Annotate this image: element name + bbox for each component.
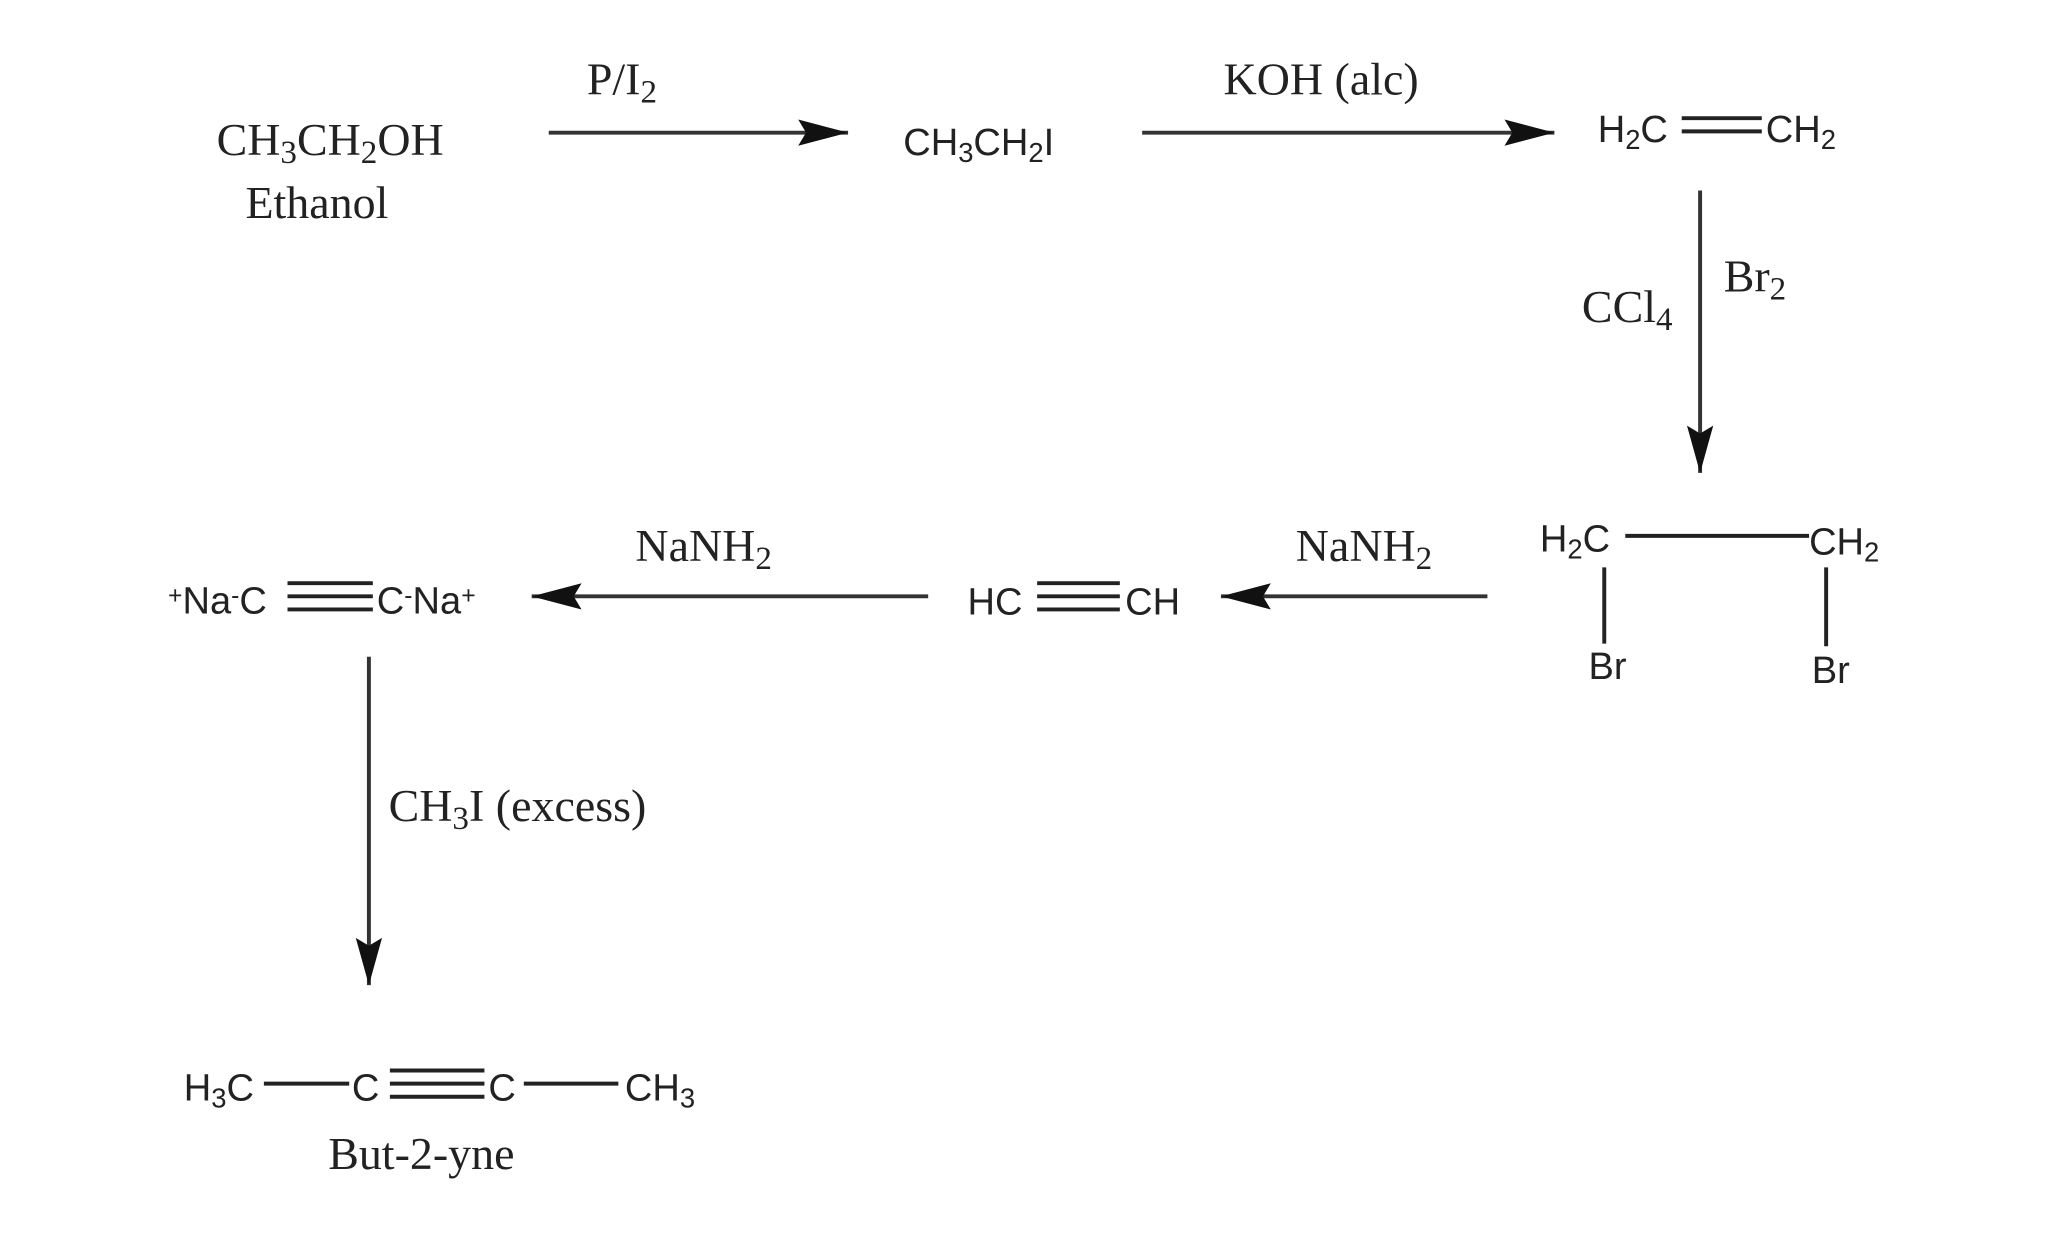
dibromo-left-carbon: H2C	[1540, 519, 1610, 565]
butyne-atom-2: C	[352, 1068, 379, 1110]
bromine-right: Br	[1812, 650, 1850, 692]
ethene-left-carbon: H2C	[1598, 109, 1668, 155]
acetylide-right: C-Na+	[377, 580, 476, 622]
reagent-ch3i-excess: CH3I (excess)	[389, 780, 647, 837]
solvent-ccl4: CCl4	[1582, 281, 1673, 338]
arrow-head-icon	[798, 119, 849, 146]
reagent-nanh2-1: NaNH2	[1296, 520, 1432, 577]
ethanol-name: Ethanol	[245, 177, 388, 228]
butyne-name: But-2-yne	[328, 1128, 514, 1179]
arrow-head-icon	[531, 583, 582, 610]
butyne-atom-4: CH3	[625, 1068, 695, 1114]
bromine-left: Br	[1589, 646, 1627, 688]
arrow-head-icon	[1504, 119, 1555, 146]
iodoethane-formula: CH3CH2I	[903, 122, 1054, 168]
arrow-head-icon	[1220, 583, 1271, 610]
butyne-atom-3: C	[488, 1068, 515, 1110]
ethyne-left-atom: HC	[968, 582, 1023, 624]
butyne-atom-1: H3C	[184, 1068, 254, 1114]
reagent-br2: Br2	[1724, 251, 1786, 308]
reagent-nanh2-2: NaNH2	[635, 520, 771, 577]
reagent-koh-alc: KOH (alc)	[1224, 54, 1419, 105]
ethanol-formula: CH3CH2OH	[217, 114, 444, 171]
arrow-head-icon	[1686, 425, 1714, 473]
ethene-right-carbon: CH2	[1766, 109, 1836, 155]
ethyne-right-atom: CH	[1125, 582, 1180, 624]
dibromo-right-carbon: CH2	[1809, 521, 1879, 567]
reagent-p-i2: P/I2	[587, 54, 657, 111]
acetylide-left: +Na-C	[168, 580, 267, 622]
arrow-head-icon	[355, 937, 383, 986]
